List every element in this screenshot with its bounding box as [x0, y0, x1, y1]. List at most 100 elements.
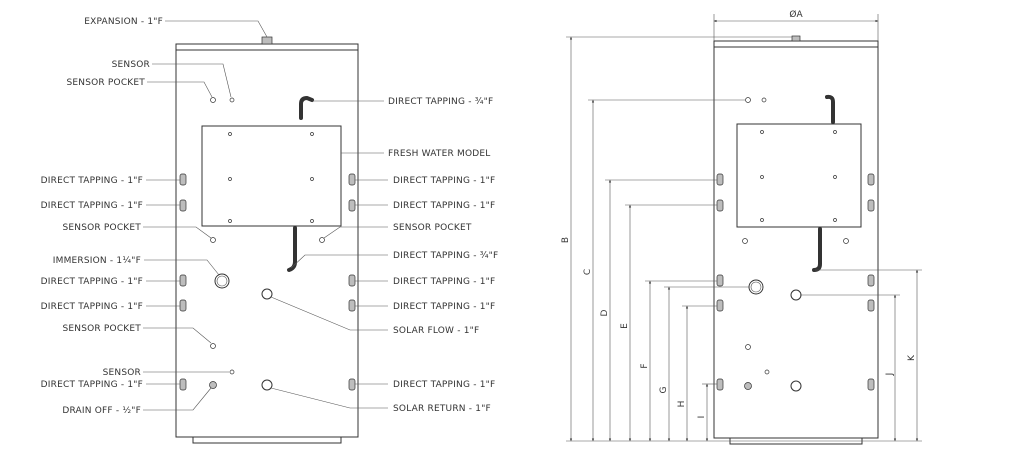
dim-label-a: ØA — [789, 9, 803, 20]
dim-label-f: F — [640, 363, 650, 368]
label-direct-tapping-mid: DIRECT TAPPING - ¾"F — [393, 251, 498, 261]
leader-line — [143, 327, 212, 344]
dim-label-k: K — [907, 354, 917, 361]
front-tapping-l — [179, 299, 187, 312]
label-sensor-bottom: SENSOR — [103, 368, 141, 378]
label-sensor-pocket-low: SENSOR POCKET — [62, 324, 141, 334]
label-direct-tapping-r4: DIRECT TAPPING - 1"F — [393, 302, 495, 312]
label-direct-tapping-l3: DIRECT TAPPING - 1"F — [41, 277, 143, 287]
label-direct-tapping-top: DIRECT TAPPING - ¾"F — [388, 97, 493, 107]
label-direct-tapping-r1: DIRECT TAPPING - 1"F — [393, 176, 495, 186]
module-bolt — [833, 218, 837, 222]
front-base — [192, 436, 342, 444]
front-tapping-l — [179, 199, 187, 212]
leader-line — [152, 63, 232, 98]
label-direct-tapping-r2: DIRECT TAPPING - 1"F — [393, 201, 495, 211]
front-sensor-bottom — [229, 369, 235, 375]
label-expansion: EXPANSION - 1"F — [84, 17, 163, 27]
leader-line — [323, 226, 388, 239]
side-tapping-r — [867, 299, 875, 312]
side-sensor-pocket — [742, 238, 748, 244]
front-top-pipe — [299, 96, 314, 120]
leader-line — [165, 20, 268, 38]
side-sensor — [764, 369, 770, 375]
label-drain-off: DRAIN OFF - ½"F — [62, 406, 141, 416]
module-bolt — [310, 132, 314, 136]
front-tapping-l — [179, 378, 187, 391]
front-tapping-l — [179, 173, 187, 186]
side-tapping-r — [867, 173, 875, 186]
front-fresh-water-module — [201, 125, 342, 227]
side-sensor-pocket — [745, 97, 751, 103]
leader-line — [143, 387, 212, 411]
side-immersion-boss-inner — [750, 281, 762, 293]
label-sensor-top: SENSOR — [112, 60, 150, 70]
module-bolt — [833, 175, 837, 179]
front-sensor-pocket-l — [210, 237, 216, 243]
label-direct-tapping-l4: DIRECT TAPPING - 1"F — [41, 302, 143, 312]
front-tapping-r — [348, 173, 356, 186]
module-bolt — [228, 219, 232, 223]
front-sensor-top — [229, 97, 235, 103]
label-solar-flow: SOLAR FLOW - 1"F — [393, 326, 479, 336]
module-bolt — [833, 130, 837, 134]
module-bolt — [760, 218, 764, 222]
side-solar-return — [790, 380, 802, 392]
leader-line — [144, 259, 220, 276]
side-tapping-l — [716, 274, 724, 287]
front-view: EXPANSION - 1"F SENSOR SENSOR POCKET DIR… — [41, 17, 498, 444]
label-sensor-pocket-l: SENSOR POCKET — [62, 223, 141, 233]
dim-label-h: H — [677, 401, 687, 408]
dim-label-g: G — [659, 386, 669, 393]
front-tapping-l — [179, 274, 187, 287]
dim-label-c: C — [583, 269, 593, 275]
front-tapping-r — [348, 378, 356, 391]
front-tapping-r — [348, 199, 356, 212]
label-sensor-pocket-top: SENSOR POCKET — [66, 78, 145, 88]
front-immersion-boss-inner — [216, 275, 228, 287]
front-sensor-pocket-r — [319, 237, 325, 243]
side-tapping-r — [867, 378, 875, 391]
label-fresh-water-model: FRESH WATER MODEL — [388, 149, 491, 159]
side-expansion-nozzle — [791, 35, 801, 42]
leader-line — [143, 226, 212, 239]
side-tapping-l — [716, 173, 724, 186]
side-lower-pipe — [812, 227, 822, 272]
module-bolt — [228, 132, 232, 136]
leader-line — [270, 387, 388, 409]
label-solar-return: SOLAR RETURN - 1"F — [393, 404, 491, 414]
side-tapping-r — [867, 274, 875, 287]
side-sensor — [761, 97, 767, 103]
label-immersion: IMMERSION - 1¼"F — [53, 256, 141, 266]
front-solar-return — [261, 379, 273, 391]
side-view: ØA B C D E F G H I — [561, 9, 922, 445]
dim-label-e: E — [620, 323, 630, 329]
side-cylinder-body — [713, 40, 879, 439]
front-solar-flow — [261, 288, 273, 300]
side-sensor-pocket — [843, 238, 849, 244]
dim-label-b: B — [561, 237, 571, 243]
front-tapping-r — [348, 274, 356, 287]
label-direct-tapping-r5: DIRECT TAPPING - 1"F — [393, 380, 495, 390]
dim-label-j: J — [885, 373, 895, 377]
side-tapping-r — [867, 199, 875, 212]
side-sensor-pocket — [745, 344, 751, 350]
side-drain-off — [744, 382, 752, 390]
front-cylinder-body — [175, 43, 359, 438]
front-sensor-pocket-top — [210, 97, 216, 103]
module-bolt — [310, 219, 314, 223]
side-tapping-l — [716, 378, 724, 391]
dim-label-d: D — [600, 309, 610, 316]
side-top-pipe — [825, 94, 835, 124]
front-tapping-r — [348, 299, 356, 312]
module-bolt — [310, 177, 314, 181]
front-expansion-nozzle — [261, 36, 273, 45]
label-direct-tapping-l5: DIRECT TAPPING - 1"F — [41, 380, 143, 390]
leader-line — [147, 81, 213, 98]
side-tapping-l — [716, 299, 724, 312]
side-tapping-l — [716, 199, 724, 212]
label-direct-tapping-l1: DIRECT TAPPING - 1"F — [41, 176, 143, 186]
label-sensor-pocket-r: SENSOR POCKET — [393, 223, 472, 233]
label-direct-tapping-l2: DIRECT TAPPING - 1"F — [41, 201, 143, 211]
